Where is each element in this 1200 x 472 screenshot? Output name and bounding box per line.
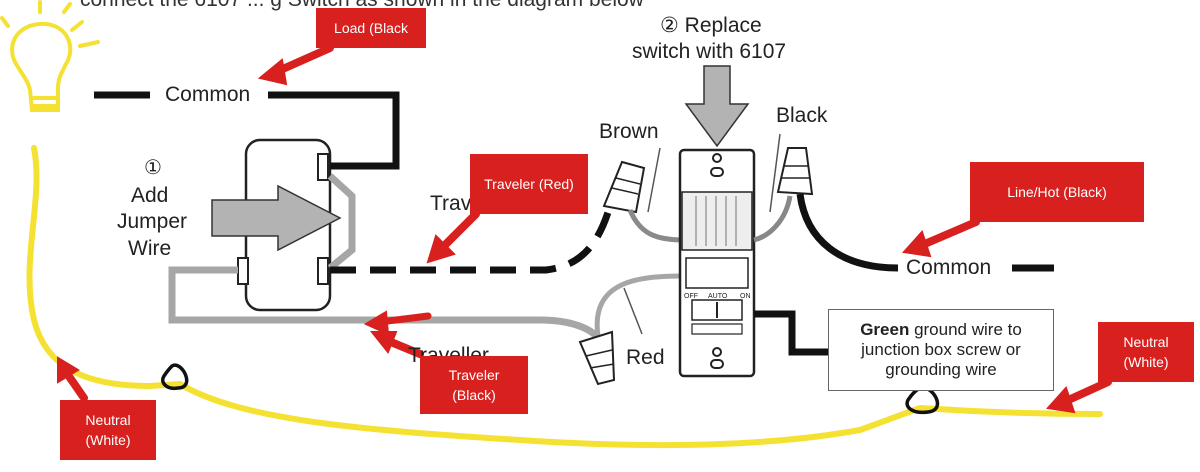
wire-nut-top-left [602, 160, 646, 214]
splice-marker-right [905, 386, 940, 415]
switch-on-label: ON [740, 293, 751, 300]
red-label: Red [626, 346, 665, 369]
step1-line3: Wire [128, 237, 172, 260]
arrow-neutral-right [1060, 378, 1112, 406]
black-wire [753, 195, 793, 243]
wire-nut-bottom [578, 330, 616, 386]
switch-terminal-top [317, 153, 329, 181]
arrow-traveler-red [436, 210, 480, 254]
line-hot-wire [796, 193, 899, 272]
callout-load: Load (Black [316, 8, 426, 48]
ground-line1: ground wire to [909, 320, 1022, 339]
callout-traveler-red: Traveler (Red) [470, 154, 588, 214]
replace-switch-arrow [684, 65, 750, 148]
traveler-red-wire [330, 204, 614, 274]
step2-line1: ② Replace [660, 14, 762, 37]
ground-line2: junction box screw or [861, 340, 1021, 359]
arrow-traveler-grey [376, 312, 432, 326]
light-bulb-icon [0, 0, 100, 112]
traveler-black-wire [168, 266, 601, 341]
red-wire [594, 273, 685, 337]
black-label: Black [776, 104, 828, 127]
header-fragment: connect the 6107 ... g Switch as shown i… [80, 0, 645, 11]
traveler-partial-top: Trave [430, 192, 483, 215]
common-left-label: Common [165, 83, 251, 106]
ground-line3: grounding wire [885, 360, 997, 379]
add-jumper-arrow [211, 184, 342, 252]
step2-line2: switch with 6107 [632, 40, 787, 63]
ground-bold: Green [860, 320, 910, 339]
callout-traveler-black: Traveler (Black) [420, 356, 528, 414]
ground-wire [754, 310, 828, 356]
callout-neutral-right: Neutral (White) [1098, 322, 1194, 382]
jumper-wire [327, 173, 356, 271]
brown-wire [627, 208, 685, 243]
ground-info-box: Green ground wire to junction box screw … [828, 309, 1054, 391]
brown-label: Brown [599, 120, 659, 143]
step1-line2: Jumper [117, 210, 188, 233]
common-right-label: Common [906, 256, 992, 279]
switch-6107: OFF AUTO ON [678, 148, 756, 378]
splice-marker-left [161, 363, 189, 391]
callout-neutral-left: Neutral (White) [60, 400, 156, 460]
step1-number: ① [144, 157, 162, 179]
neutral-wire [26, 145, 1103, 449]
wire-nut-top-right [776, 147, 814, 196]
arrow-line-hot [916, 218, 980, 250]
callout-line-hot: Line/Hot (Black) [970, 162, 1144, 222]
step1-line1: Add [131, 184, 169, 207]
arrow-load [272, 44, 334, 76]
switch-auto-label: AUTO [708, 293, 728, 300]
switch-off-label: OFF [684, 293, 698, 300]
load-wire [268, 91, 400, 170]
switch-terminal-left [237, 257, 249, 285]
switch-terminal-right [317, 257, 329, 285]
